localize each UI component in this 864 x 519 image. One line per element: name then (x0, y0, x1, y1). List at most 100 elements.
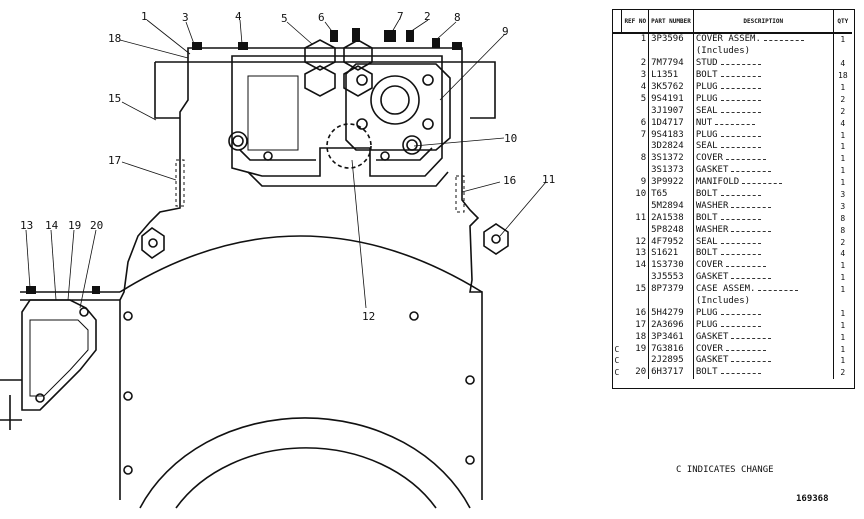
description-cell-text: MANIFOLD (695, 177, 740, 188)
header-qty: QTY (832, 10, 852, 34)
description-cell: BOLT (693, 188, 834, 201)
description-cell-text: BOLT (695, 212, 718, 223)
part-number-cell: 3K5762 (648, 81, 694, 94)
leader-dots (720, 94, 761, 101)
callout-7: 7 (397, 10, 404, 23)
qty-cell-text: 2 (840, 94, 846, 104)
ref-no-cell (621, 224, 650, 237)
description-cell-text: GASKET (695, 331, 729, 342)
leader-dots (763, 34, 804, 42)
qty-cell-text: 1 (840, 273, 846, 283)
part-number-cell: 1D4717 (648, 117, 694, 130)
qty-cell-text: 1 (840, 166, 846, 176)
qty-cell (833, 296, 852, 308)
callout-6: 6 (318, 11, 325, 24)
ref-no-cell (621, 164, 650, 177)
ref-no-cell-text: 20 (635, 367, 647, 378)
part-number-cell-text: 5P8248 (651, 224, 684, 235)
description-cell-text: PLUG (695, 82, 718, 92)
qty-cell: 1 (833, 331, 852, 343)
change-flag-cell (612, 153, 622, 165)
qty-cell-text: 3 (840, 201, 846, 211)
part-number-cell-text: 3S1372 (651, 153, 684, 164)
description-cell: PLUG (693, 93, 834, 106)
leader-dots (720, 367, 761, 375)
qty-cell-text: 1 (840, 83, 846, 92)
callout-2: 2 (424, 10, 431, 23)
ref-no-cell-text: 14 (635, 260, 647, 271)
change-flag-cell (612, 189, 622, 201)
ref-no-cell (621, 141, 650, 153)
part-number-cell: 9S4183 (648, 129, 694, 142)
description-cell-text: STUD (695, 58, 718, 69)
leader-dots (720, 308, 761, 315)
qty-cell-text: 1 (840, 142, 846, 152)
callout-18: 18 (108, 32, 121, 45)
callout-20: 20 (90, 219, 103, 232)
header-change-flag (612, 10, 622, 34)
description-cell-text: SEAL (695, 141, 718, 152)
description-cell: WASHER (693, 200, 834, 213)
part-number-cell: 3S1373 (648, 164, 694, 177)
qty-cell: 2 (833, 236, 852, 248)
description-cell: GASKET (693, 271, 834, 284)
change-flag-cell (612, 70, 622, 82)
description-cell: COVER ASSEM. (693, 33, 834, 46)
description-cell: SEAL (693, 141, 834, 153)
ref-no-cell-text: 12 (635, 236, 647, 247)
qty-cell: 8 (833, 224, 852, 236)
leader-dots (720, 58, 761, 66)
leader-dots (731, 165, 772, 173)
ref-no-cell: 18 (621, 331, 650, 344)
change-flag-cell (612, 212, 622, 224)
part-number-cell-text: 2A3696 (651, 319, 684, 330)
ref-no-cell: 5 (621, 93, 650, 106)
qty-cell: 4 (833, 58, 852, 70)
leader-dots (742, 177, 783, 185)
description-cell-text: BOLT (695, 248, 718, 259)
part-number-cell-text: 4F7952 (651, 236, 684, 247)
ref-no-cell: 6 (621, 117, 650, 130)
qty-cell: 4 (833, 248, 852, 260)
ref-no-cell-text: 3 (640, 70, 647, 81)
qty-cell-text: 4 (840, 59, 846, 69)
description-cell: PLUG (693, 81, 834, 94)
qty-cell: 1 (833, 260, 852, 272)
callout-16: 16 (503, 174, 516, 187)
part-number-cell: 9S4191 (648, 93, 694, 106)
part-number-cell-text: 5H4279 (651, 307, 684, 318)
description-cell: BOLT (693, 212, 834, 225)
housing-outline (0, 39, 509, 509)
header-part-number: PART NUMBER (648, 10, 694, 34)
description-cell-text: (Includes) (695, 46, 751, 57)
qty-cell: 1 (833, 272, 852, 284)
ref-no-cell-text: 9 (640, 177, 647, 188)
part-number-cell: 3J1907 (648, 105, 694, 118)
description-cell: (Includes) (693, 295, 834, 308)
bolt-heads (26, 28, 462, 294)
description-cell-text: COVER ASSEM. (695, 34, 761, 45)
qty-cell: 2 (833, 367, 852, 379)
qty-cell-text: 4 (840, 118, 846, 128)
ref-no-cell-text: 11 (635, 212, 647, 223)
table-row: (Includes) (612, 295, 852, 308)
table-row: (Includes) (612, 45, 852, 58)
description-cell: NUT (693, 117, 834, 130)
qty-cell-text: 1 (840, 154, 846, 164)
leader-lines (25, 19, 547, 309)
part-number-cell-text: 7M7794 (651, 58, 684, 69)
description-cell: COVER (693, 259, 834, 272)
change-flag-cell (612, 129, 622, 141)
